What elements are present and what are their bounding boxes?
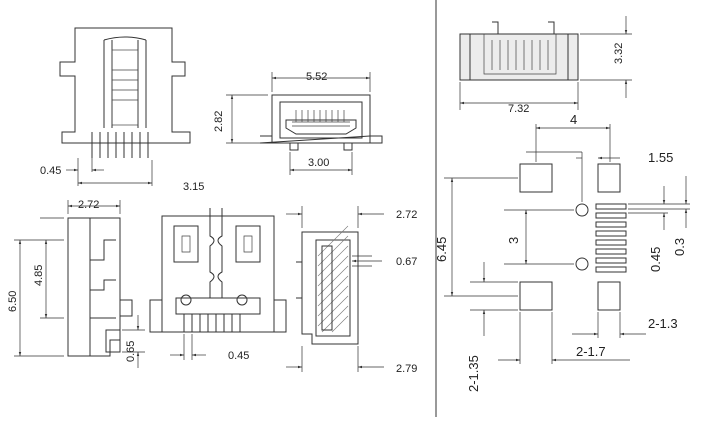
locating-hole-top	[575, 203, 589, 217]
section-lip-label: 0.67	[396, 256, 417, 268]
fp-hole-offset-label: 1.55	[648, 150, 673, 165]
end-pitch-label: 3.00	[308, 157, 329, 169]
side-view: 2.72 6.50 4.85 0.65	[7, 199, 145, 368]
mount-pad-bottom-right	[597, 281, 621, 311]
front-width-label: 3.15	[183, 181, 204, 193]
fp-pad-size-label-a: 2-1.3	[648, 316, 678, 331]
fp-pad-size-label-b: 2-1.7	[576, 344, 606, 359]
top-height-label: 3.32	[613, 43, 625, 64]
section-depth-label: 2.79	[396, 363, 417, 375]
front-pins	[91, 132, 149, 158]
fp-pad-spacing-label: 4	[570, 112, 577, 127]
bottom-pitch-label: 0.45	[228, 350, 249, 362]
pcb-footprint: 4 1.55 6.45 3 0.45 0.3 2-1.3 2-1.7	[434, 0, 690, 417]
section-width-label: 2.72	[396, 209, 417, 221]
side-width-label: 2.72	[78, 199, 99, 211]
mount-pad-top-right	[597, 163, 621, 193]
side-tab-label: 0.65	[125, 341, 137, 362]
fp-pad-size-label-c: 2-1.35	[466, 355, 481, 392]
fp-pad-width-label: 0.3	[672, 238, 687, 256]
side-height-label: 6.50	[7, 291, 19, 312]
section-view: 2.72 0.67 2.79	[286, 206, 417, 375]
front-pitch-label: 0.45	[40, 165, 61, 177]
bottom-view: 0.45	[149, 208, 287, 362]
fp-pitch-label: 0.45	[648, 247, 663, 272]
fp-hole-spacing-label: 3	[506, 237, 521, 244]
end-height-label: 2.82	[213, 111, 225, 132]
side-body-label: 4.85	[33, 265, 45, 286]
locating-hole-bottom	[575, 257, 589, 271]
mount-pad-top-left	[519, 163, 553, 193]
top-view: 7.32 3.32	[459, 16, 632, 115]
signal-pads	[595, 203, 627, 273]
mount-pad-bottom-left	[519, 281, 553, 311]
top-width-label: 7.32	[508, 103, 529, 115]
fp-pad-height-label: 6.45	[434, 237, 449, 262]
end-width-label: 5.52	[306, 71, 327, 83]
end-view: 5.52 2.82 3.00	[213, 71, 383, 175]
front-view: 0.45 3.15	[40, 27, 204, 193]
